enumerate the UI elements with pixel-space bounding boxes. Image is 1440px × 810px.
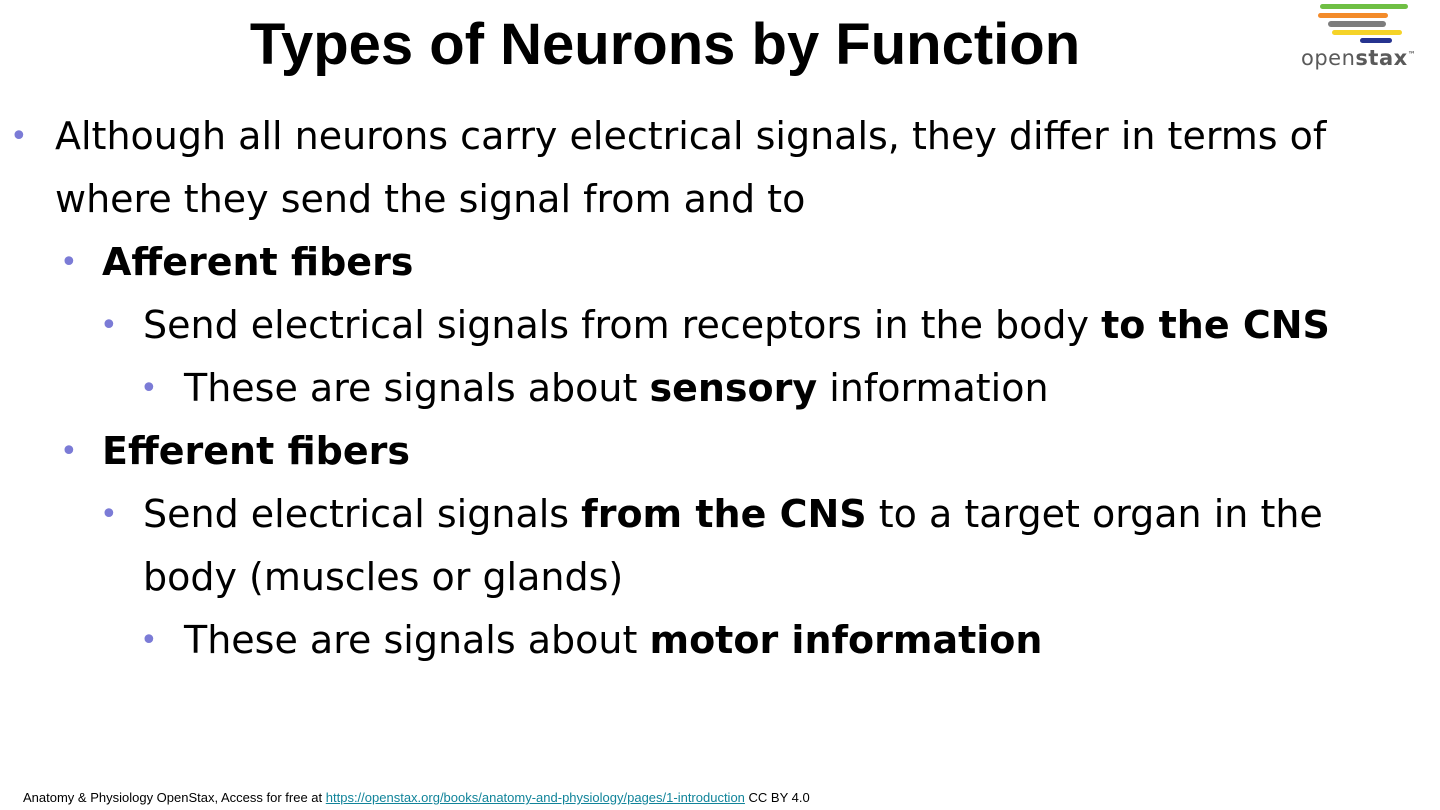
openstax-logo: openstax™ [1300,2,1438,74]
bullet-dot-icon: • [10,119,28,154]
bullet-list: • Although all neurons carry electrical … [0,105,1440,672]
efferent-desc-post: to a target organ in the body (muscles o… [143,492,1323,599]
efferent-heading: Efferent fibers [102,429,410,473]
afferent-sub-post: information [817,366,1049,410]
bullet-dot-icon: • [100,497,118,532]
footer-suffix: CC BY 4.0 [744,790,810,805]
footer-link[interactable]: https://openstax.org/books/anatomy-and-p… [325,790,745,805]
bullet-dot-icon: • [140,371,158,406]
logo-trademark: ™ [1407,50,1417,59]
bullet-item-efferent-desc: • Send electrical signals from the CNS t… [0,483,1343,609]
bullet-item-afferent: • Afferent fibers [0,231,1440,294]
afferent-sub-bold: sensory [649,366,818,410]
afferent-desc-bold: to the CNS [1101,303,1330,347]
logo-text-open: open [1301,46,1356,70]
efferent-sub-bold: motor information [649,618,1043,662]
bullet-item-efferent-sub: • These are signals about motor informat… [0,609,1440,672]
bullet-text: Although all neurons carry electrical si… [55,114,1327,221]
openstax-logo-bars-icon [1318,4,1408,43]
efferent-desc-bold: from the CNS [581,492,867,536]
bullet-item-afferent-desc: • Send electrical signals from receptors… [0,294,1343,357]
bullet-dot-icon: • [60,245,78,280]
bullet-item-afferent-sub: • These are signals about sensory inform… [0,357,1440,420]
footer-citation: Anatomy & Physiology OpenStax, Access fo… [23,790,810,805]
logo-text-stax: stax [1355,46,1408,70]
afferent-desc-text: Send electrical signals from receptors i… [143,303,1102,347]
openstax-logo-text: openstax™ [1301,46,1416,70]
efferent-desc-text: Send electrical signals [143,492,582,536]
afferent-sub-text: These are signals about [184,366,650,410]
bullet-dot-icon: • [140,623,158,658]
slide-title: Types of Neurons by Function [249,12,1081,77]
bullet-dot-icon: • [100,308,118,343]
bullet-item-level1: • Although all neurons carry electrical … [0,105,1375,231]
bullet-dot-icon: • [60,434,78,469]
efferent-sub-text: These are signals about [184,618,650,662]
footer-prefix: Anatomy & Physiology OpenStax, Access fo… [23,790,326,805]
afferent-heading: Afferent fibers [102,240,414,284]
bullet-item-efferent: • Efferent fibers [0,420,1440,483]
